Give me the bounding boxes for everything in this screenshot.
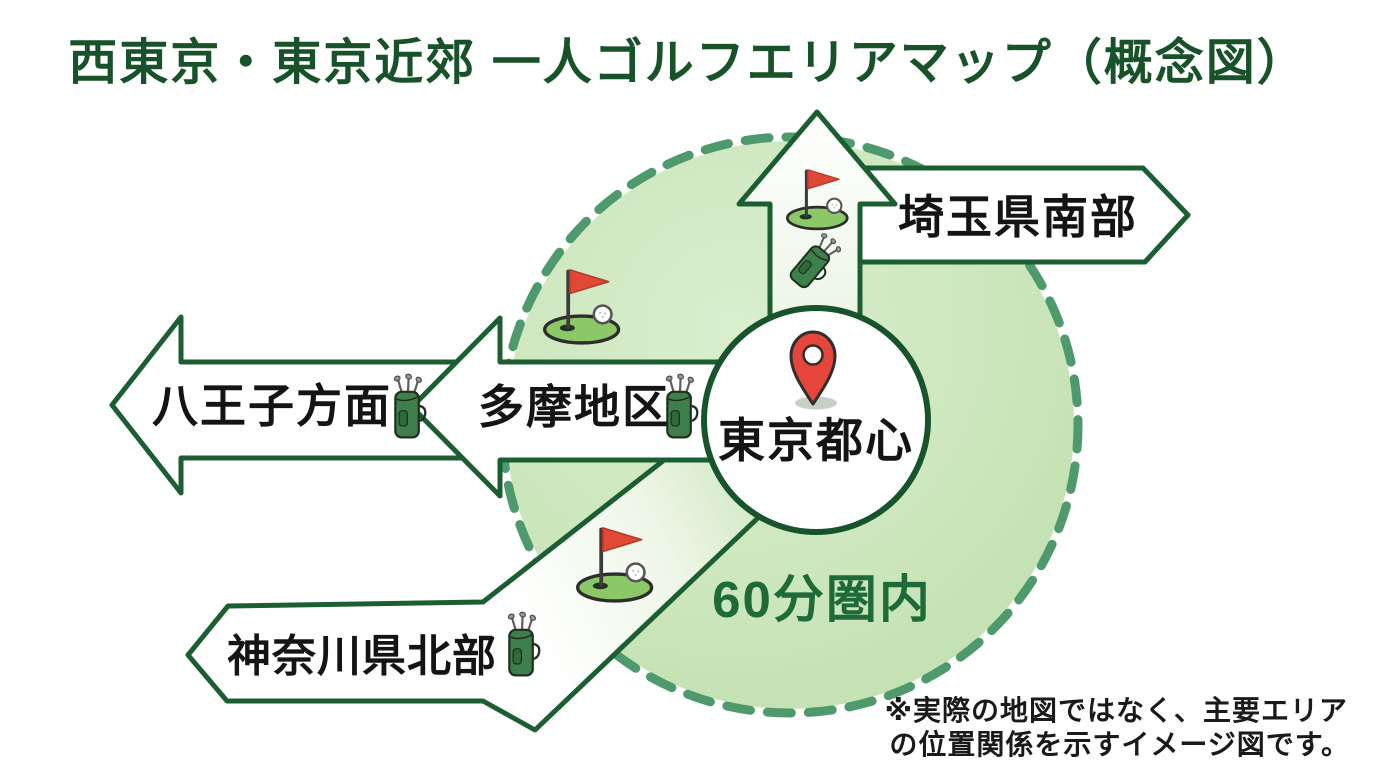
label-tokyo-center: 東京都心 [718, 414, 914, 467]
page-title: 西東京・東京近郊 一人ゴルフエリアマップ（概念図） [68, 35, 1308, 90]
label-kanagawa: 神奈川県北部 [227, 632, 497, 681]
footnote-line1: ※実際の地図ではなく、主要エリア [885, 694, 1348, 726]
pin-shadow [795, 396, 837, 410]
footnote-line2: の位置関係を示すイメージ図です。 [889, 728, 1350, 760]
label-60min-zone: 60分圏内 [712, 571, 932, 628]
label-saitama: 埼玉県南部 [898, 191, 1138, 243]
center-circle-tokyo [701, 305, 931, 535]
label-hachioji: 八王子方面 [152, 380, 392, 432]
map-pin-icon [789, 330, 837, 406]
label-tama: 多摩地区 [478, 381, 670, 433]
